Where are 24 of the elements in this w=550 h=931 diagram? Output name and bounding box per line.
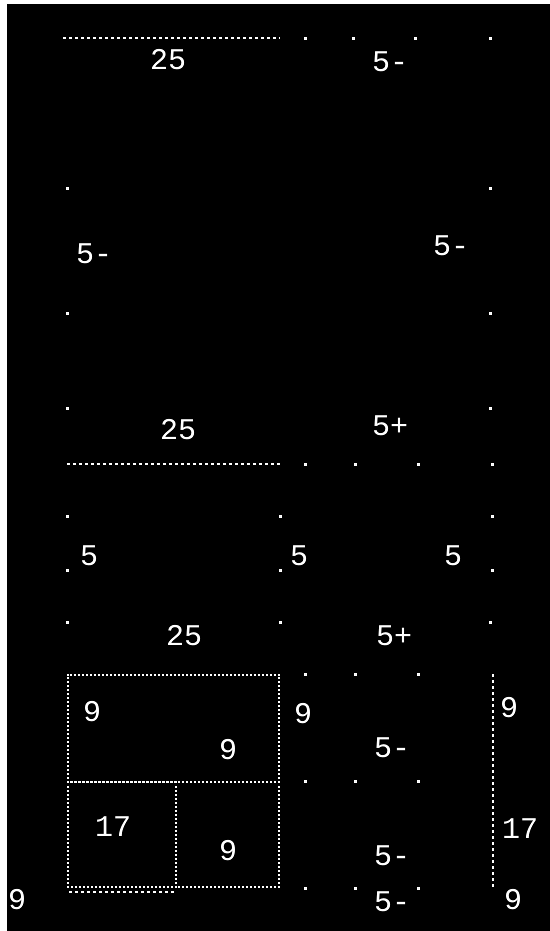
number-label: 5- bbox=[374, 842, 410, 874]
number-label: 17 bbox=[502, 815, 538, 847]
number-label: 9 bbox=[504, 886, 522, 918]
number-label: 9 bbox=[294, 700, 312, 732]
number-label: 5- bbox=[433, 232, 470, 264]
number-label: 5- bbox=[372, 48, 408, 80]
number-label: 25 bbox=[150, 46, 186, 78]
number-label: 25 bbox=[166, 622, 202, 654]
number-label: 9 bbox=[219, 837, 238, 869]
number-label: 5+ bbox=[372, 412, 408, 444]
number-label: 9 bbox=[8, 886, 26, 918]
number-label: 5 bbox=[290, 542, 308, 574]
dotted-box bbox=[67, 674, 280, 783]
number-label: 9 bbox=[500, 694, 518, 726]
number-label: 17 bbox=[95, 813, 132, 845]
number-label: 5- bbox=[76, 240, 112, 272]
number-label: 9 bbox=[219, 736, 238, 768]
number-label: 25 bbox=[160, 416, 196, 448]
number-label: 9 bbox=[83, 698, 102, 730]
number-label: 5- bbox=[374, 734, 410, 766]
number-label: 5+ bbox=[376, 622, 412, 654]
number-label: 5- bbox=[374, 888, 410, 920]
number-label: 5 bbox=[80, 542, 98, 574]
number-label: 5 bbox=[444, 542, 462, 574]
